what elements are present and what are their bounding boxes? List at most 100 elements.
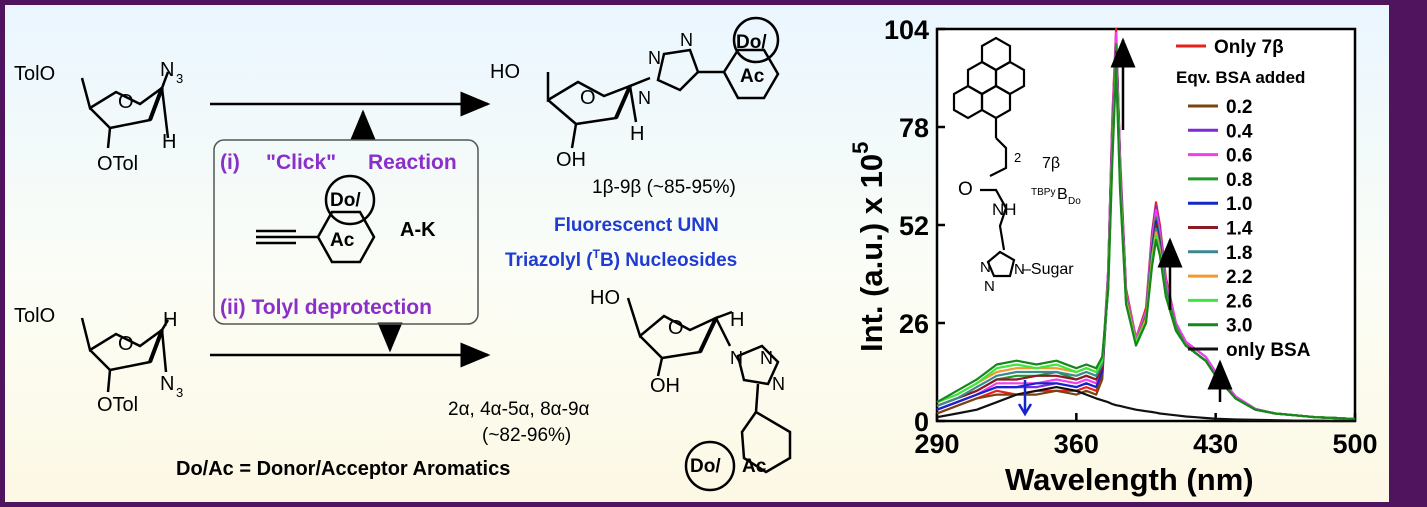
inset-nh: NH xyxy=(992,200,1017,219)
x-tick-label: 500 xyxy=(1332,429,1377,459)
alpha-triazole-n3: N xyxy=(772,374,785,394)
plot-area xyxy=(935,27,1357,423)
x-tick-label: 430 xyxy=(1193,429,1238,459)
y-tick-label: 52 xyxy=(899,211,929,241)
start-bottom-tolo: TolO xyxy=(14,305,55,327)
inset-sugar: –Sugar xyxy=(1022,261,1074,278)
alpha-ho: HO xyxy=(590,287,620,309)
axis-ticks: 290 360 430 500 0 26 52 78 104 xyxy=(884,15,1378,459)
start-bottom-otol: OTol xyxy=(97,394,138,416)
beta-product-label: 1β-9β (~85-95%) xyxy=(592,177,736,198)
y-tick-label: 104 xyxy=(884,15,929,45)
x-axis-label: Wavelength (nm) xyxy=(1005,462,1254,497)
start-top-tolo: TolO xyxy=(14,63,55,85)
legend-label: 2.2 xyxy=(1226,267,1252,288)
step1-reaction: Reaction xyxy=(368,151,457,174)
step2-label: (ii) Tolyl deprotection xyxy=(220,296,432,319)
legend-label: 0.4 xyxy=(1226,121,1253,142)
inset-sub-sub: Do xyxy=(1068,196,1081,207)
legend-label: 1.0 xyxy=(1226,194,1252,215)
reagent-code: A-K xyxy=(400,219,436,241)
series-line-only-BSA xyxy=(936,386,1355,423)
inset-n-right: N xyxy=(1014,261,1025,278)
legend-label: 2.6 xyxy=(1226,291,1252,312)
legend-label: 0.6 xyxy=(1226,146,1252,167)
inset-o: O xyxy=(958,179,973,200)
right-frame-bar xyxy=(1389,5,1427,502)
beta-ring-o: O xyxy=(580,87,596,109)
alpha-triazole-n2: N xyxy=(760,348,773,368)
inset-sub-sup: TBPy xyxy=(1031,187,1055,198)
decrease-arrow-head xyxy=(1017,403,1033,417)
alkyne-aryl-reagent xyxy=(256,174,376,264)
legend-label: only BSA xyxy=(1226,340,1311,361)
alpha-triazole-n1: N xyxy=(730,348,743,368)
inset-name: 7β xyxy=(1042,155,1060,172)
y-axis-label-sup: 5 xyxy=(848,142,873,154)
alpha-h: H xyxy=(730,309,744,331)
step1-number: (i) xyxy=(220,151,240,174)
beta-triazole-n2: N xyxy=(648,48,661,68)
series-line-3.0 xyxy=(936,65,1356,421)
start-bottom-ring-o: O xyxy=(118,333,134,355)
reagent-ring-do: Do/ xyxy=(330,190,361,211)
start-bottom-n3: N xyxy=(160,373,174,395)
beta-product-structure xyxy=(546,16,780,149)
beta-h: H xyxy=(630,123,644,145)
alpha-oh: OH xyxy=(650,375,680,397)
x-tick-label: 360 xyxy=(1054,429,1099,459)
beta-oh: OH xyxy=(556,149,586,171)
inset-n-left: N xyxy=(980,259,991,276)
start-top-otol: OTol xyxy=(97,153,138,175)
start-bottom-n3-sub: 3 xyxy=(176,385,183,400)
beta-ring-ac: Ac xyxy=(740,66,765,87)
legend-label: 1.4 xyxy=(1226,219,1253,240)
title-line2-b: B) Nucleosides xyxy=(600,250,737,271)
alpha-product-structure xyxy=(626,297,792,492)
alpha-ring-o: O xyxy=(668,317,684,339)
title-line1: Fluorescenct UNN xyxy=(554,215,719,236)
start-top-ring-o: O xyxy=(118,91,134,113)
alpha-ring-ac: Ac xyxy=(742,456,767,477)
legend-label: 3.0 xyxy=(1226,316,1252,337)
chart-legend: Eqv. BSA added Only 7β0.20.40.60.81.01.4… xyxy=(1176,37,1311,361)
beta-ring-do: Do/ xyxy=(736,32,767,53)
reagent-ring-ac: Ac xyxy=(330,230,355,251)
beta-triazole-n1: N xyxy=(638,88,651,108)
inset-sub-main: B xyxy=(1057,186,1068,203)
start-sugar-bottom xyxy=(80,317,170,393)
probe-inset-structure xyxy=(952,36,1026,278)
start-sugar-top xyxy=(80,71,170,149)
y-axis-label-main: Int. (a.u.) x 10 xyxy=(854,154,889,352)
inset-n2: 2 xyxy=(1014,150,1021,165)
beta-ho: HO xyxy=(490,61,520,83)
title-line2: Triazolyl (TB) Nucleosides xyxy=(505,247,737,271)
title-line2-sup: T xyxy=(593,247,601,261)
start-bottom-h: H xyxy=(163,309,177,331)
y-tick-label: 0 xyxy=(914,407,929,437)
series-line-0.6 xyxy=(936,31,1356,421)
beta-triazole-n3: N xyxy=(680,30,693,50)
legend-label: Only 7β xyxy=(1214,37,1284,58)
y-axis-label: Int. (a.u.) x 105 xyxy=(848,142,889,352)
y-tick-label: 78 xyxy=(899,113,929,143)
start-top-h: H xyxy=(162,131,176,153)
step1-click: "Click" xyxy=(266,151,336,174)
alpha-ring-do: Do/ xyxy=(690,456,721,477)
legend-label: 0.2 xyxy=(1226,97,1252,118)
reagent-box xyxy=(213,139,479,325)
x-tick-label: 290 xyxy=(914,429,959,459)
start-top-n3-sub: 3 xyxy=(176,71,183,86)
y-tick-label: 26 xyxy=(899,309,929,339)
inset-n-bottom: N xyxy=(984,278,995,295)
footnote: Do/Ac = Donor/Acceptor Aromatics xyxy=(176,458,510,480)
series-lines xyxy=(936,27,1356,423)
alpha-product-label1: 2α, 4α-5α, 8α-9α xyxy=(448,399,590,420)
legend-label: 1.8 xyxy=(1226,243,1252,264)
legend-label: 0.8 xyxy=(1226,170,1252,191)
inset-sugar-text: Sugar xyxy=(1031,261,1074,278)
title-line2-a: Triazolyl ( xyxy=(505,250,593,271)
alpha-product-label2: (~82-96%) xyxy=(482,425,571,446)
